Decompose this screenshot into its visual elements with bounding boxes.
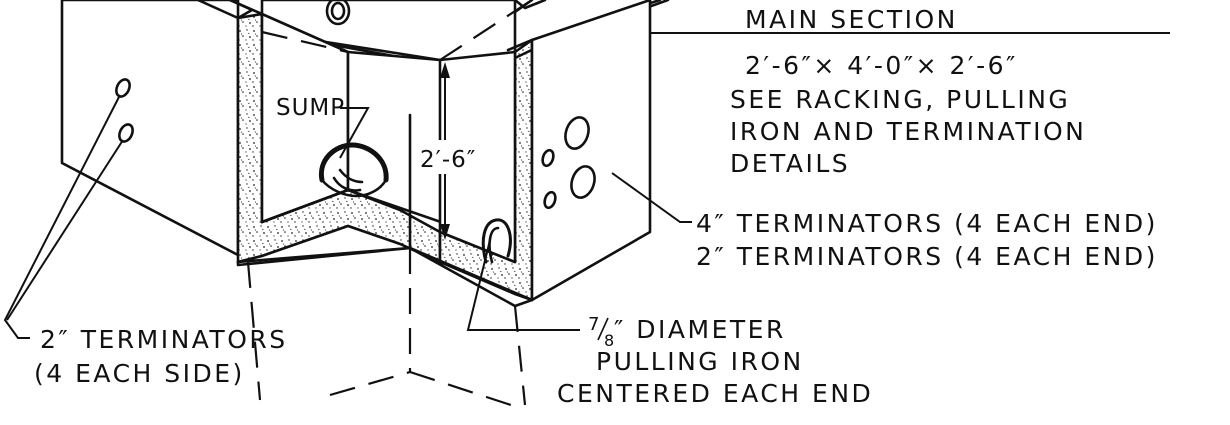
- leader-lines: [3, 32, 1170, 339]
- side-terminators-line-2: (4 EACH SIDE): [34, 359, 245, 388]
- fraction-numerator: 7: [588, 314, 599, 335]
- back-wall-hole-icon: [325, 0, 351, 26]
- height-dimension: 2′-6″: [418, 62, 494, 240]
- pulling-iron-line-1: ″ DIAMETER: [614, 315, 786, 344]
- see-details-line-2: IRON AND TERMINATION: [730, 117, 1086, 146]
- end-terminators-4in-label: 4″ TERMINATORS (4 EACH END): [696, 209, 1158, 238]
- height-dimension-label: 2′-6″: [420, 147, 476, 173]
- end-terminator-2in-icon: [541, 148, 555, 168]
- fraction-denominator: 8: [604, 331, 614, 350]
- hidden-base-outline: [246, 0, 533, 410]
- end-terminators-2in-label: 2″ TERMINATORS (4 EACH END): [696, 242, 1158, 271]
- side-terminators-line-1: 2″ TERMINATORS: [40, 325, 288, 354]
- pulling-iron-line-3: CENTERED EACH END: [557, 379, 873, 408]
- see-details-line-3: DETAILS: [730, 149, 850, 178]
- left-outer-wall: [60, 0, 240, 257]
- pulling-iron-label: 7 8 ″ DIAMETER PULLING IRON CENTERED EAC…: [557, 314, 873, 408]
- end-terminator-2in-icon: [543, 190, 557, 210]
- end-terminator-4in-icon: [570, 165, 596, 199]
- sump: [318, 142, 389, 198]
- front-end-wall: [530, 0, 652, 302]
- see-details-line-1: SEE RACKING, PULLING: [730, 85, 1070, 114]
- dimensions-label: 2′-6″× 4′-0″× 2′-6″: [745, 51, 1018, 80]
- sump-callout: SUMP: [276, 95, 370, 159]
- pulling-iron: [481, 218, 512, 264]
- pulling-iron-line-2: PULLING IRON: [596, 347, 804, 376]
- main-section-label: MAIN SECTION: [745, 5, 958, 34]
- end-terminator-4in-icon: [564, 116, 590, 150]
- sump-label: SUMP: [276, 95, 345, 121]
